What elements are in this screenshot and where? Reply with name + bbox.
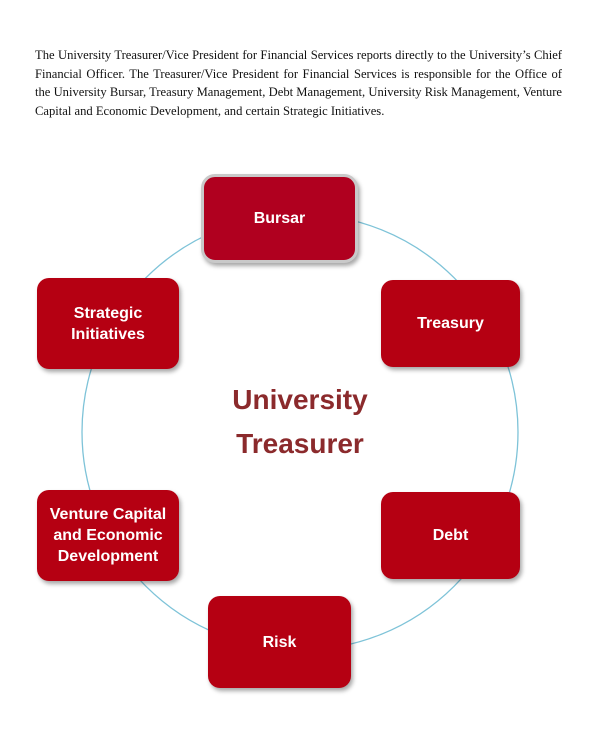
node-label-line: Venture Capital: [49, 506, 167, 523]
node-bursar: Bursar: [201, 174, 358, 263]
node-label-line: Strategic: [73, 304, 143, 322]
center-title-line2: Treasurer: [236, 428, 364, 459]
node-treasury: Treasury: [381, 280, 520, 367]
node-label-line: Initiatives: [71, 325, 145, 343]
node-risk: Risk: [208, 596, 351, 688]
node-label: Risk: [262, 633, 297, 651]
node-label-line: and Economic: [53, 527, 163, 544]
node-label-line: Development: [57, 548, 159, 565]
center-title: University Treasurer: [180, 378, 420, 466]
node-debt: Debt: [381, 492, 520, 579]
node-label: Treasury: [417, 315, 484, 332]
node-label: Debt: [432, 527, 469, 544]
node-strategic-initiatives: Strategic Initiatives: [37, 278, 179, 369]
intro-paragraph: The University Treasurer/Vice President …: [35, 48, 562, 118]
node-label: Bursar: [253, 210, 306, 227]
center-title-line1: University: [232, 384, 368, 415]
node-venture-capital: Venture Capital and Economic Development: [37, 490, 179, 581]
